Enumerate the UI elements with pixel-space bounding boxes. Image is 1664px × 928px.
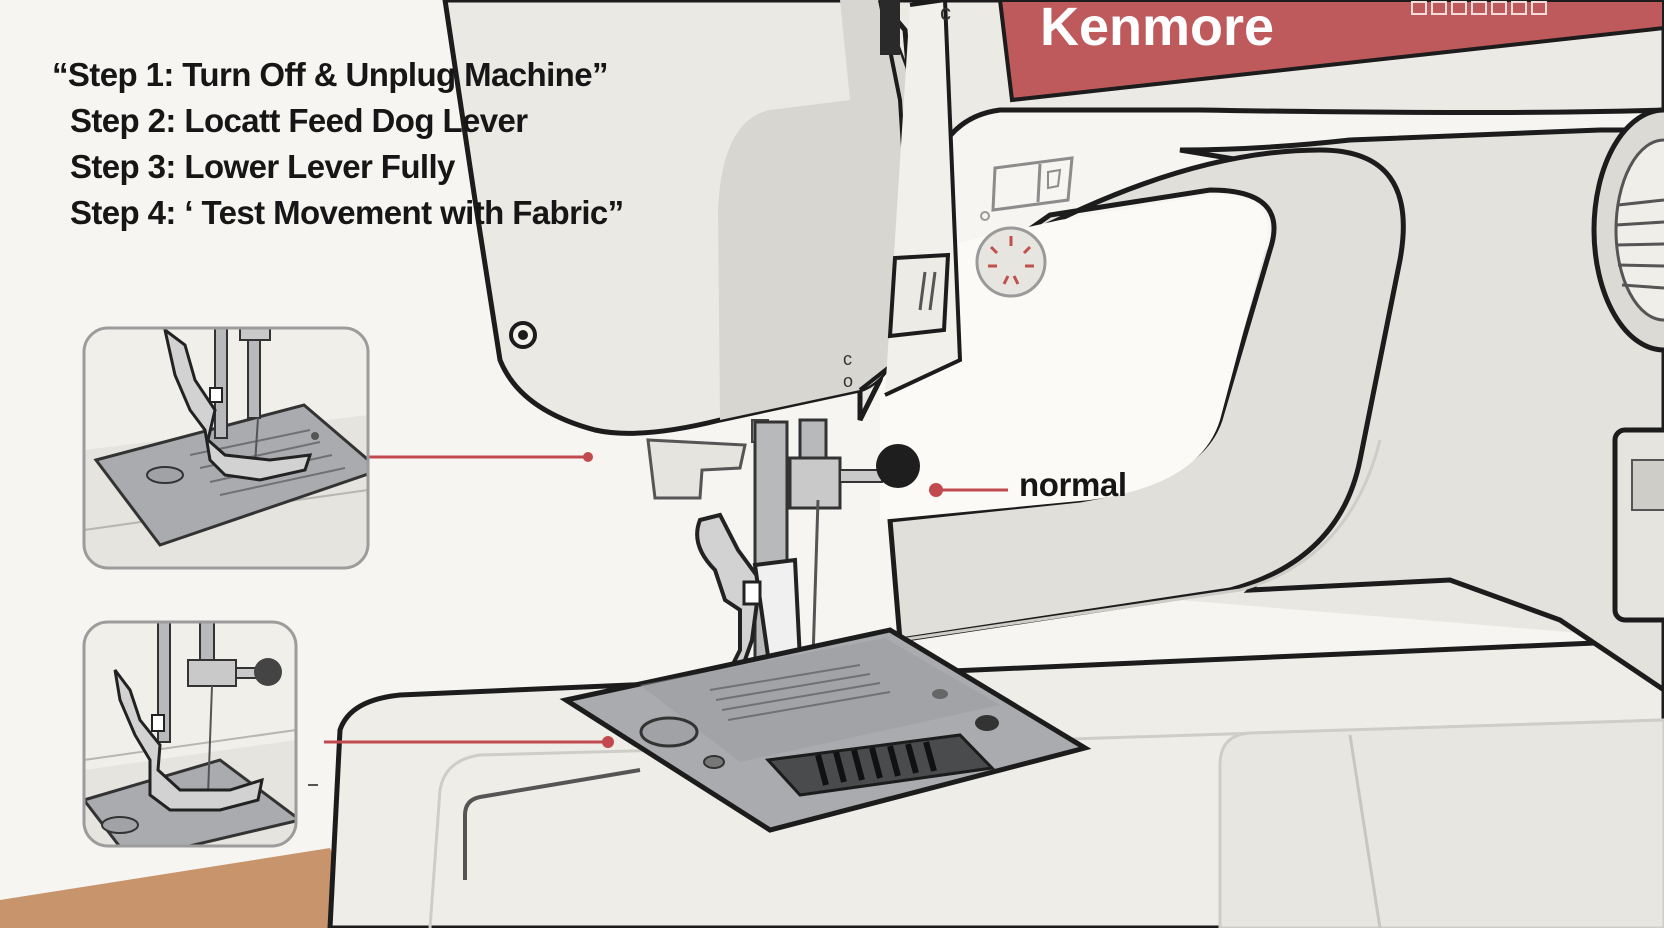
machine-arm bbox=[880, 127, 1664, 694]
handwheel[interactable] bbox=[1591, 107, 1664, 353]
svg-text:o: o bbox=[843, 371, 853, 391]
step-2-text: Step 2: Locatt Feed Dog Lever bbox=[70, 102, 528, 139]
machine-head: Kenmore bbox=[857, 0, 1664, 623]
feed-dog-icon bbox=[764, 733, 996, 797]
instruction-steps: “Step 1: Turn Off & Unplug Machine” Step… bbox=[52, 52, 624, 236]
presser-foot-lever[interactable] bbox=[887, 252, 951, 339]
brand-logo: Kenmore bbox=[1040, 0, 1274, 57]
machine-base bbox=[327, 637, 1664, 928]
wooden-table bbox=[0, 848, 360, 928]
inset-detail-top bbox=[82, 326, 370, 570]
svg-text:c: c bbox=[843, 349, 852, 369]
stitch-dial-icon[interactable] bbox=[975, 226, 1047, 298]
brand-panel-markings bbox=[1411, 1, 1547, 15]
power-switch[interactable] bbox=[1612, 427, 1664, 623]
step-1-text: “Step 1: Turn Off & Unplug Machine” bbox=[52, 56, 608, 93]
inset-detail-bottom bbox=[82, 620, 318, 848]
callout-label-normal: normal bbox=[1019, 466, 1127, 503]
svg-text:c: c bbox=[940, 0, 951, 25]
step-3-text: Step 3: Lower Lever Fully bbox=[70, 148, 455, 185]
callout-line-bottom-inset bbox=[324, 736, 614, 748]
step-4-text: Step 4: ‘ Test Movement with Fabric” bbox=[70, 194, 624, 231]
needle-plate bbox=[559, 627, 1092, 833]
brand-panel bbox=[997, 0, 1664, 103]
callout-line-normal bbox=[929, 483, 1008, 497]
stitch-selector-icon bbox=[991, 156, 1074, 212]
callout-line-top-inset bbox=[366, 452, 593, 462]
